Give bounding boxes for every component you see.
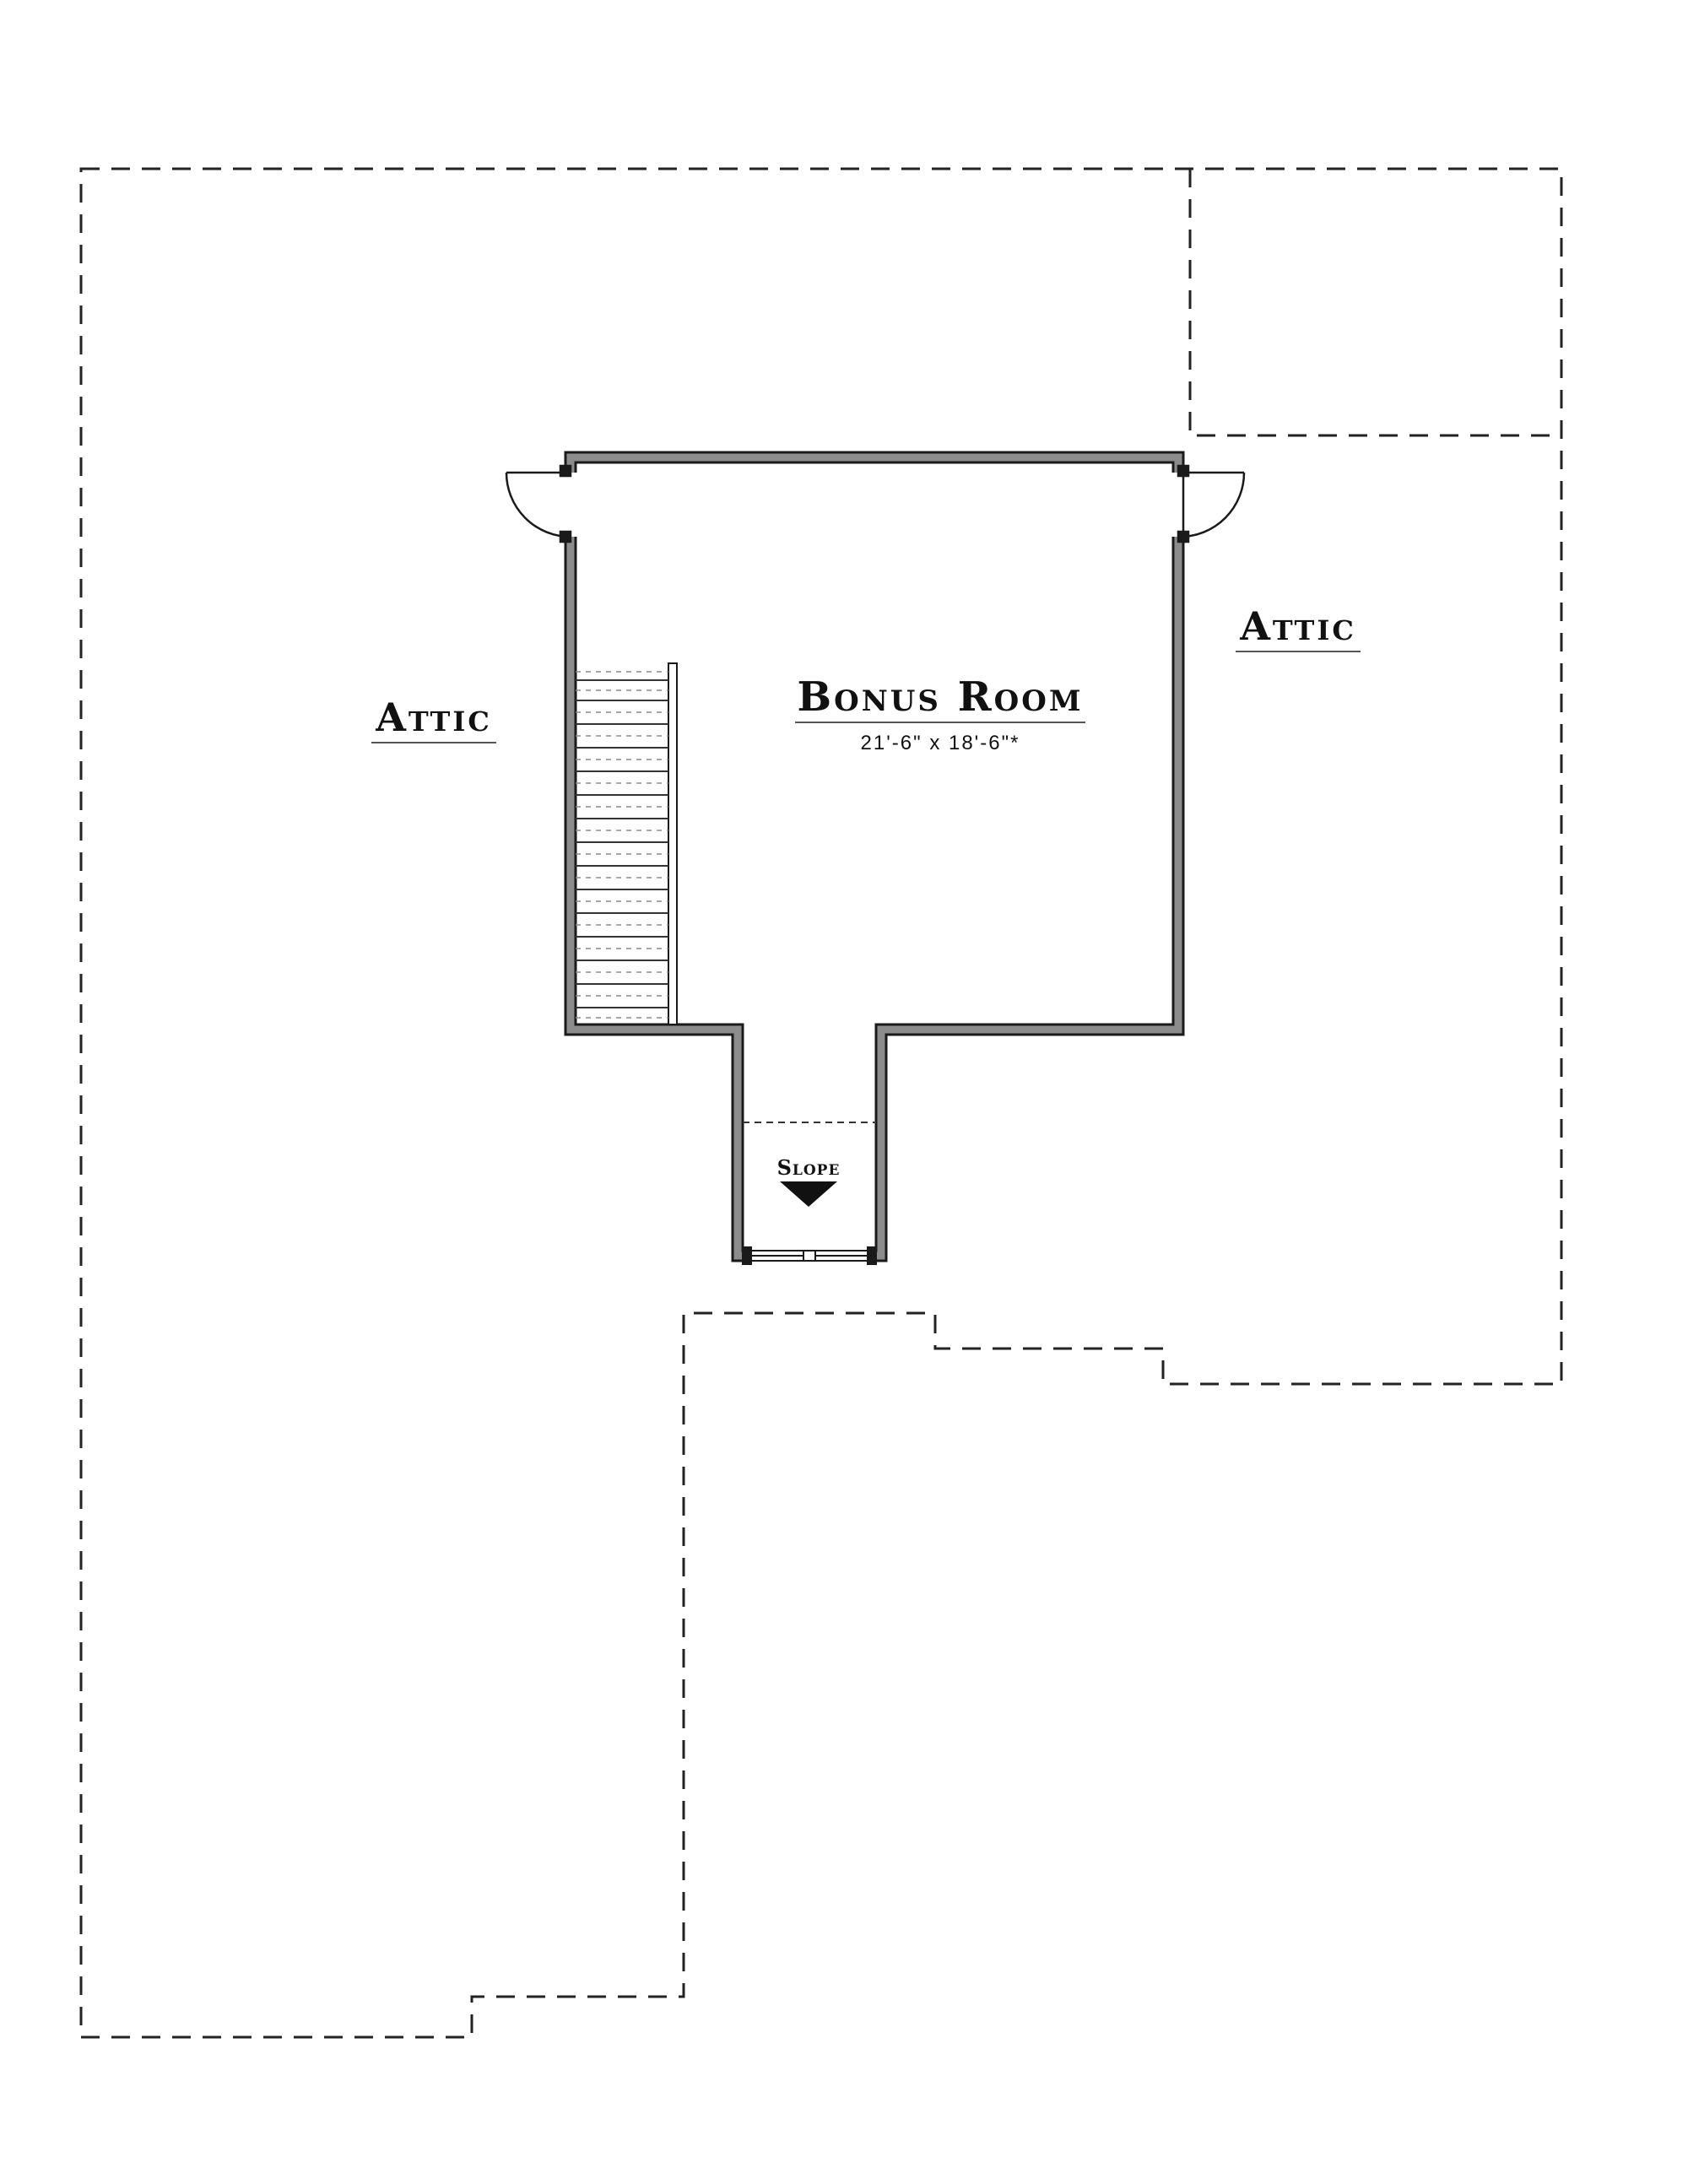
left-door-opening [560,473,581,537]
attic-outline-main [79,167,1563,2039]
left-door[interactable] [505,464,572,543]
attic-left-label: Attic [375,695,492,740]
attic-right-label: Attic [1239,603,1356,649]
stair-rail [668,662,678,1025]
bonus-room-walls [564,451,1185,1262]
right-door[interactable] [1177,464,1246,543]
attic-outline [79,167,1563,2039]
bonus-room-title: Bonus Room [798,673,1084,721]
staircase[interactable] [576,662,678,1025]
attic-outline-upper-right [1188,169,1561,437]
stair-treads [576,679,668,1008]
dormer-window [742,1246,877,1265]
bonus-room-dimensions: 21'-6" x 18'-6"* [861,732,1020,754]
slope-down-arrow-icon [780,1181,837,1207]
slope-label: Slope [777,1155,841,1180]
right-door-opening [1168,473,1188,537]
